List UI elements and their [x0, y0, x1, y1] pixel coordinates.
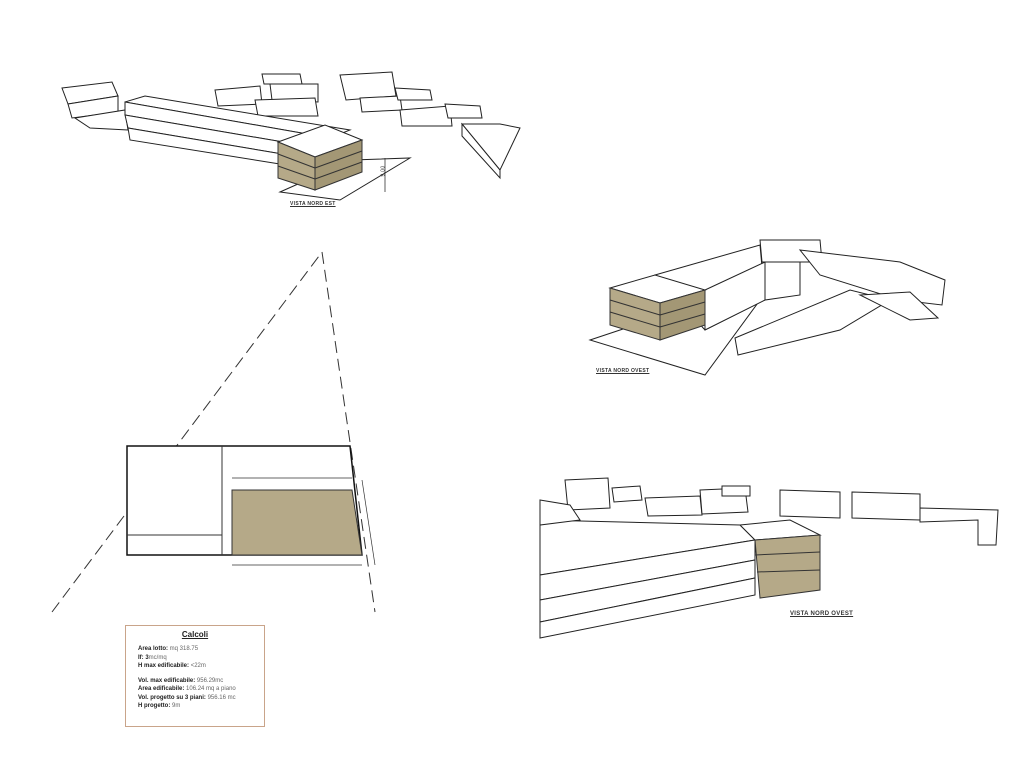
- view-nord-ovest-2: [539, 477, 999, 639]
- calcoli-title: Calcoli: [181, 630, 209, 639]
- view-label-nord-est: VISTA NORD EST: [290, 201, 336, 207]
- calc-row: Area lotto: mq 318.75: [138, 646, 199, 652]
- calcoli-box: Calcoli Area lotto: mq 318.75 If: 3mc/mq…: [125, 625, 265, 727]
- view-nord-ovest-1: [588, 239, 946, 376]
- view-label-nord-ovest-1: VISTA NORD OVEST: [596, 368, 650, 374]
- calc-row: H max edificabile: <22m: [138, 663, 206, 669]
- calc-row: Vol. max edificabile: 956.29mc: [138, 677, 224, 684]
- view-label-nord-ovest-2: VISTA NORD OVEST: [790, 611, 854, 617]
- site-plan: [51, 251, 376, 613]
- height-dimension: 9.00: [380, 165, 387, 177]
- view-nord-est: [61, 71, 521, 201]
- calc-row: Vol. progetto su 3 piani: 956.16 mc: [138, 694, 236, 701]
- calc-row: Area edificabile: 106.24 mq a piano: [138, 686, 236, 692]
- calc-row: If: 3mc/mq: [138, 654, 167, 661]
- calc-row: H progetto: 9m: [138, 703, 181, 709]
